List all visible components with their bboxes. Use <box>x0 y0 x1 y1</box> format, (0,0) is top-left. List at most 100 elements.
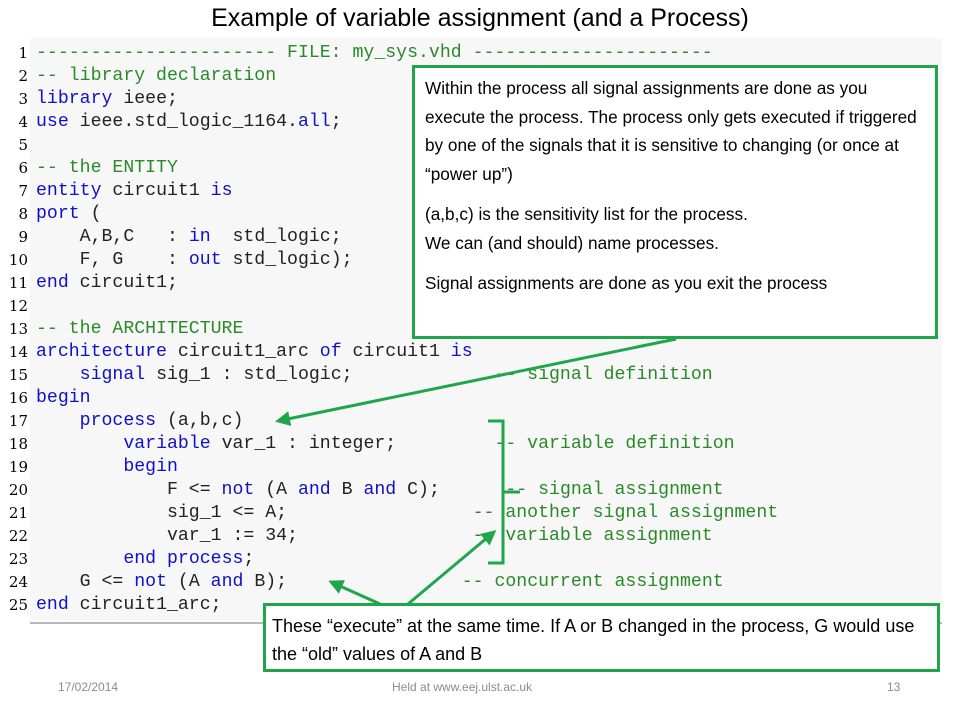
code-keyword: begin <box>36 388 91 408</box>
callout-paragraph: (a,b,c) is the sensitivity list for the … <box>425 204 748 224</box>
code-keyword: end <box>36 273 69 293</box>
code-line: -- the ARCHITECTURE <box>36 318 243 341</box>
code-comment: -- variable assignment <box>472 526 713 546</box>
code-keyword: is <box>210 181 233 201</box>
code-line: var_1 := 34; -- variable assignment <box>36 525 713 548</box>
code-line: end circuit1_arc; <box>36 594 222 617</box>
code-keyword: architecture <box>36 342 167 362</box>
code-text <box>36 434 123 454</box>
process-explanation-callout: Within the process all signal assignment… <box>412 65 938 339</box>
code-text: F, G : <box>36 250 189 270</box>
callout-paragraph: Signal assignments are done as you exit … <box>425 273 828 293</box>
line-number: 13 <box>8 320 28 338</box>
line-number: 1 <box>18 44 28 62</box>
code-text: var_1 : integer; <box>210 434 495 454</box>
line-number: 17 <box>8 412 28 430</box>
code-comment: -- signal assignment <box>505 480 724 500</box>
line-number: 24 <box>8 573 28 591</box>
code-keyword: signal <box>79 365 146 385</box>
callout-paragraph: Within the process all signal assignment… <box>425 78 917 184</box>
code-keyword: all <box>297 112 331 132</box>
slide-title: Example of variable assignment (and a Pr… <box>211 4 749 32</box>
line-number: 10 <box>8 251 28 269</box>
callout-paragraph: We can (and should) name processes. <box>425 232 719 253</box>
code-keyword: process <box>79 411 157 431</box>
code-text <box>36 365 80 385</box>
code-keyword: not <box>134 572 167 592</box>
code-text: A,B,C : <box>36 227 189 247</box>
code-text <box>36 411 80 431</box>
code-line: begin <box>36 456 178 479</box>
code-line: use ieee.std_logic_1164.all; <box>36 111 342 134</box>
line-number: 16 <box>8 389 28 407</box>
line-number: 23 <box>8 550 28 568</box>
code-line: A,B,C : in std_logic; <box>36 226 342 249</box>
code-line: signal sig_1 : std_logic; -- signal defi… <box>36 364 713 387</box>
code-keyword: end <box>123 549 157 569</box>
code-keyword: use <box>36 112 69 132</box>
line-number: 15 <box>8 366 28 384</box>
code-text: var_1 := 34; <box>36 526 473 546</box>
code-text: ; <box>243 549 255 569</box>
code-line: -- library declaration <box>36 65 276 88</box>
code-keyword: begin <box>123 457 178 477</box>
code-text: (A <box>254 480 298 500</box>
code-text: std_logic); <box>221 250 353 270</box>
code-line: end process; <box>36 548 254 571</box>
code-keyword: port <box>36 204 80 224</box>
code-comment: -- the ARCHITECTURE <box>36 319 244 339</box>
code-line: -- the ENTITY <box>36 157 178 180</box>
code-keyword: and <box>210 572 244 592</box>
code-text: B <box>330 480 364 500</box>
code-text: B); <box>243 572 462 592</box>
callout-text: These “execute” at the same time. If A o… <box>272 616 915 664</box>
code-keyword: in <box>188 227 211 247</box>
code-line: entity circuit1 is <box>36 180 233 203</box>
code-keyword: and <box>363 480 397 500</box>
code-comment: ---------------------- FILE: my_sys.vhd … <box>36 43 713 63</box>
code-text: F <= <box>36 480 222 500</box>
code-keyword: is <box>450 342 473 362</box>
concurrency-note-callout: These “execute” at the same time. If A o… <box>263 603 940 672</box>
code-keyword: variable <box>123 434 211 454</box>
code-text: G <= <box>36 572 135 592</box>
code-keyword: and <box>297 480 331 500</box>
code-comment: -- another signal assignment <box>472 503 779 523</box>
code-line: architecture circuit1_arc of circuit1 is <box>36 341 473 364</box>
code-comment: -- the ENTITY <box>36 158 178 178</box>
code-keyword: process <box>167 549 244 569</box>
line-number: 7 <box>18 182 28 200</box>
code-line: process (a,b,c) <box>36 410 244 433</box>
code-keyword: end <box>36 595 69 615</box>
line-number: 5 <box>18 136 28 154</box>
code-text: ieee; <box>112 89 178 109</box>
code-text: sig_1 : std_logic; <box>145 365 495 385</box>
code-text: circuit1; <box>68 273 178 293</box>
line-number: 22 <box>8 527 28 545</box>
code-line: end circuit1; <box>36 272 178 295</box>
code-text: circuit1 <box>341 342 451 362</box>
code-keyword: out <box>188 250 222 270</box>
code-comment: -- signal definition <box>494 365 713 385</box>
code-line: G <= not (A and B); -- concurrent assign… <box>36 571 724 594</box>
code-line: begin <box>36 387 91 410</box>
code-comment: -- concurrent assignment <box>461 572 724 592</box>
code-line: port ( <box>36 203 102 226</box>
code-line: ---------------------- FILE: my_sys.vhd … <box>36 42 713 65</box>
code-line: F <= not (A and B and C); -- signal assi… <box>36 479 724 502</box>
code-text: ieee.std_logic_1164. <box>68 112 298 132</box>
footer-center-text: Held at www.eej.ulst.ac.uk <box>392 680 533 694</box>
code-comment: -- variable definition <box>494 434 735 454</box>
code-keyword: entity <box>36 181 102 201</box>
line-number: 3 <box>18 90 28 108</box>
code-text: (a,b,c) <box>156 411 244 431</box>
line-number: 20 <box>8 481 28 499</box>
footer-date: 17/02/2014 <box>58 680 119 694</box>
code-keyword: of <box>319 342 342 362</box>
code-text: circuit1_arc <box>166 342 320 362</box>
code-text: C); <box>396 480 506 500</box>
code-text: (A <box>166 572 211 592</box>
line-number: 19 <box>8 458 28 476</box>
line-number: 14 <box>8 343 28 361</box>
line-number: 6 <box>18 159 28 177</box>
